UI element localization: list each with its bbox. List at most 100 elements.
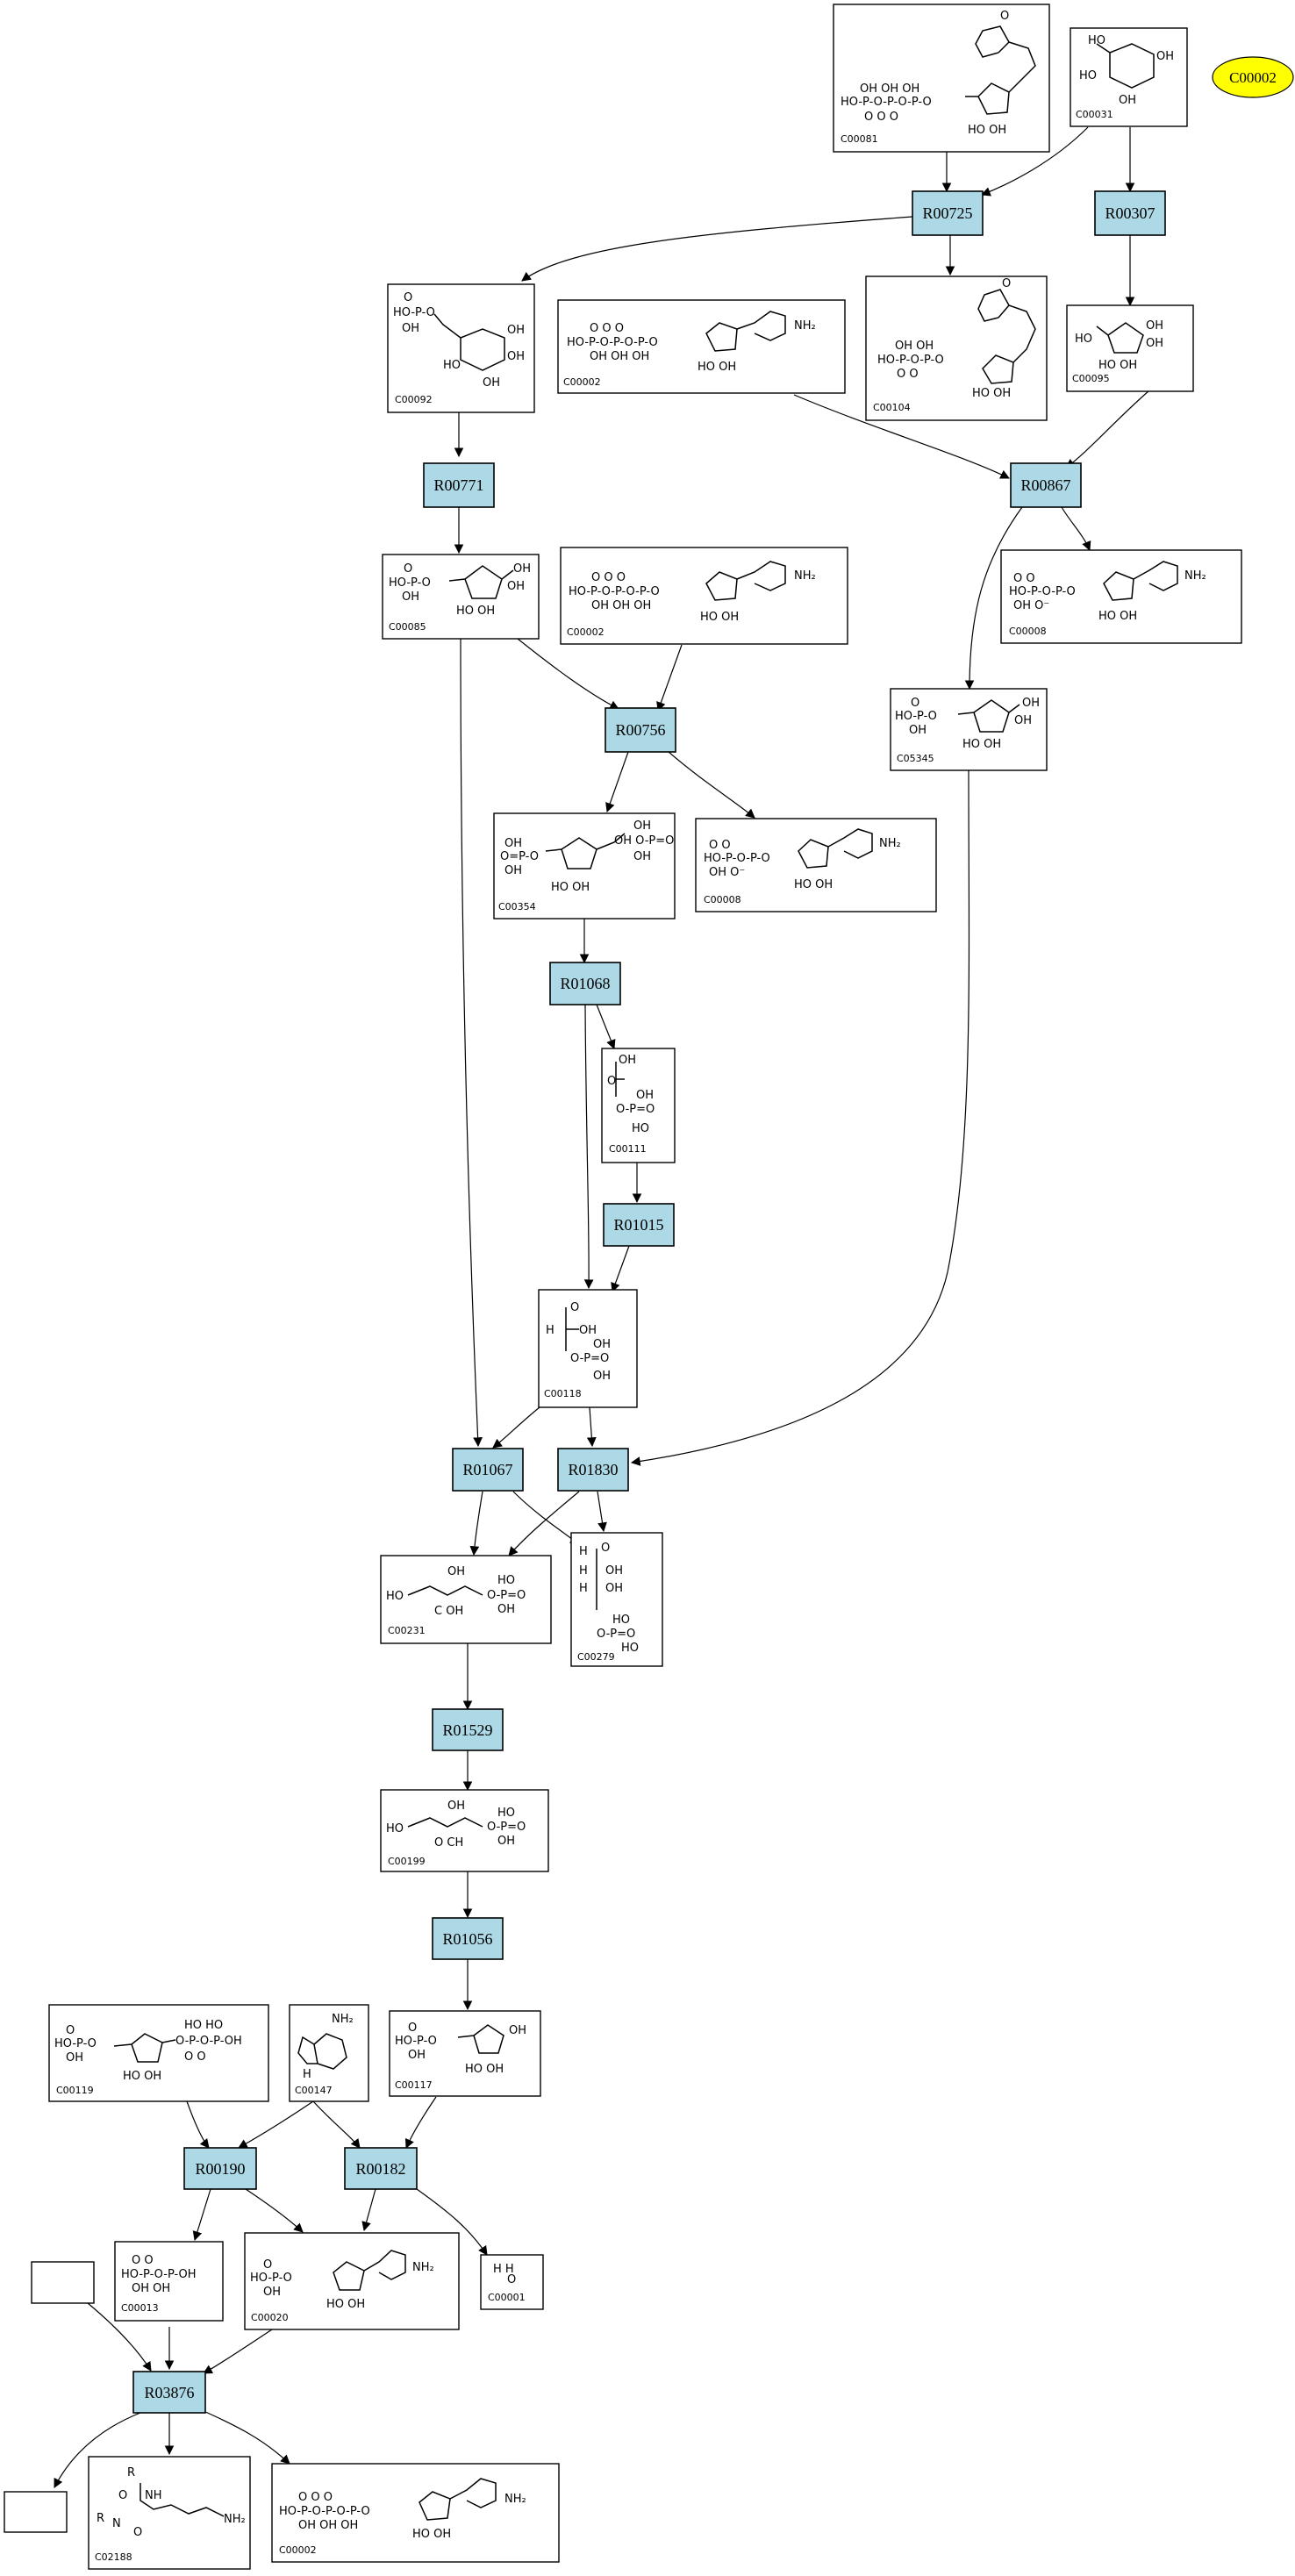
atom-labels: HO-P-O-P-O	[704, 852, 770, 865]
edge	[203, 2410, 290, 2465]
compound-node[interactable]: O O HO-P-O-P-O OH O⁻ NH₂ HO OH C00008	[1000, 549, 1242, 644]
compound-id: C00147	[295, 2085, 333, 2096]
atom-labels: O	[133, 2526, 142, 2539]
atom-labels: C OH	[434, 1605, 463, 1618]
atom-labels: HO-P-O-P-O-P-O	[569, 585, 660, 598]
atom-labels: OH	[507, 324, 525, 337]
compound-node[interactable]: O OH OH HO-P-O-P-O O O HO OH C00104	[865, 275, 1048, 421]
edge	[416, 2188, 488, 2256]
compound-node[interactable]: HO-P-O-P-O-P-O O O O OH OH OH NH₂ HO OH …	[271, 2463, 560, 2563]
compound-node[interactable]: O HO-P-O OH OH OH HO OH C00092	[387, 283, 535, 413]
atom-labels: NH₂	[879, 837, 901, 850]
atom-labels: HO-P-O-P-O-P-O	[841, 96, 932, 109]
reaction-label: R01056	[442, 1930, 492, 1948]
compound-node[interactable]: HO-P-O-P-O-P-O O O O OH OH OH NH₂ HO OH …	[560, 547, 848, 645]
molecule-structure	[140, 2483, 225, 2517]
atom-labels: R	[127, 2466, 135, 2479]
compound-node[interactable]: O HO-P-O OH OH OH HO OH C00085	[382, 554, 540, 640]
atom-labels: OH	[504, 864, 522, 877]
atom-labels: HO-P-O	[54, 2037, 97, 2050]
atom-labels: O	[408, 2021, 417, 2035]
compound-id: C00092	[395, 394, 433, 405]
reaction-node[interactable]: R01056	[432, 1917, 504, 1960]
compound-node[interactable]: O H OH OH O-P=O OH C00118	[538, 1289, 638, 1408]
edge	[245, 2188, 304, 2233]
atom-labels: NH	[145, 2489, 162, 2502]
compound-node[interactable]: O HO-P-O OH HO HO O-P-O-P-OH O O HO OH C…	[48, 2004, 269, 2102]
atom-labels: O	[1002, 277, 1011, 290]
atom-labels: OH	[402, 590, 419, 604]
reaction-node[interactable]: R01067	[452, 1448, 524, 1492]
atom-labels: O	[601, 1542, 610, 1555]
atom-labels: HO	[1079, 69, 1097, 82]
atom-labels: HO-P-O-P-OH	[121, 2268, 197, 2281]
compound-id: C00279	[577, 1651, 615, 1663]
atom-labels: O O	[184, 2050, 206, 2064]
atom-labels: O-P=O	[487, 1589, 526, 1602]
atom-labels: OH	[1156, 50, 1174, 63]
compound-id: C00117	[395, 2079, 433, 2091]
compound-node[interactable]: R O NH R N O NH₂ C02188	[88, 2456, 251, 2570]
molecule-structure	[798, 828, 873, 869]
reaction-node[interactable]: R00190	[183, 2147, 257, 2190]
molecule-structure	[977, 289, 1036, 384]
reaction-node[interactable]: R01068	[549, 962, 621, 1005]
compound-node[interactable]: O HO-P-O OH OH OH HO OH C05345	[890, 688, 1048, 771]
compound-node[interactable]: O O HO-P-O-P-OH OH OH C00013	[114, 2241, 224, 2322]
compound-node[interactable]: HO OH OH HO OH C00095	[1066, 304, 1194, 392]
compound-node[interactable]: HO OH HO OH C00031	[1070, 27, 1188, 127]
reaction-node[interactable]: R00182	[344, 2147, 418, 2190]
compound-node[interactable]: OH OH OH HO-P-O-P-O-P-O O O O HO OH O C0…	[833, 4, 1050, 153]
compound-node[interactable]: OH OH O-P=O OH OH O=P-O OH HO OH C00354	[493, 812, 676, 919]
reaction-node[interactable]: R00725	[912, 190, 984, 236]
atom-labels: OH	[1022, 697, 1040, 710]
edge	[404, 2096, 437, 2149]
atom-labels: OH	[619, 1054, 636, 1067]
atom-labels: O	[911, 697, 919, 710]
compound-id: C00002	[567, 626, 605, 638]
atom-labels: HO	[1075, 333, 1092, 346]
reaction-node[interactable]: R00771	[423, 462, 495, 508]
edge	[361, 2188, 376, 2232]
compound-node[interactable]: HO-P-O-P-O-P-O O O O OH OH OH NH₂ HO OH …	[557, 299, 846, 394]
atom-labels: NH₂	[1184, 569, 1206, 583]
atom-labels: HO-P-O	[895, 710, 937, 723]
atom-labels: OH O-P=O	[614, 834, 674, 848]
atom-labels: OH	[1119, 94, 1136, 107]
reaction-node[interactable]: R03876	[132, 2371, 206, 2414]
compound-id: C00001	[488, 2292, 526, 2303]
compound-node[interactable]: O O HO-P-O-P-O OH O⁻ NH₂ HO OH C00008	[695, 818, 937, 912]
highlighted-compound-node[interactable]: C00002	[1212, 56, 1294, 98]
edge	[793, 394, 1010, 479]
atom-labels: HO	[497, 1574, 515, 1587]
compound-node[interactable]	[4, 2491, 68, 2533]
atom-labels: HO OH	[551, 881, 590, 894]
highlighted-compound-label: C00002	[1229, 69, 1277, 86]
compound-node[interactable]: OH HO HO O-P=O OH C OH C00231	[380, 1555, 552, 1644]
reaction-node[interactable]: R01015	[603, 1203, 675, 1247]
reaction-node[interactable]: R01830	[557, 1448, 629, 1492]
compound-node[interactable]: H H O C00001	[480, 2254, 544, 2310]
atom-labels: OH	[483, 376, 500, 390]
atom-labels: HO-P-O-P-O-P-O	[279, 2505, 370, 2518]
atom-labels: H	[579, 1564, 588, 1578]
reaction-node[interactable]: R01529	[432, 1708, 504, 1751]
reaction-node[interactable]: R00756	[605, 707, 676, 753]
compound-node[interactable]: O HO-P-O OH NH₂ HO OH C00020	[244, 2232, 460, 2330]
compound-node[interactable]	[31, 2261, 95, 2304]
compound-node[interactable]: OH O OH O-P=O HO C00111	[601, 1048, 676, 1163]
reaction-node[interactable]: R00307	[1094, 190, 1166, 236]
compound-node[interactable]: OH HO HO O-P=O OH O CH C00199	[380, 1789, 549, 1872]
atom-labels: O O O	[590, 322, 624, 335]
reaction-node[interactable]: R00867	[1010, 462, 1082, 508]
compound-node[interactable]: NH₂ H C00147	[289, 2004, 369, 2102]
edge	[469, 1491, 483, 1556]
reaction-label: R01015	[613, 1216, 663, 1234]
atom-labels: O	[263, 2258, 272, 2272]
atom-labels: HO-P-O-P-O	[1009, 585, 1076, 598]
compound-node[interactable]: O HO-P-O OH OH HO OH C00117	[389, 2010, 541, 2097]
molecule-structure	[407, 1585, 483, 1596]
atom-labels: OH OH	[132, 2282, 170, 2295]
compound-node[interactable]: O H H OH H OH HO O-P=O HO C00279	[570, 1532, 663, 1667]
